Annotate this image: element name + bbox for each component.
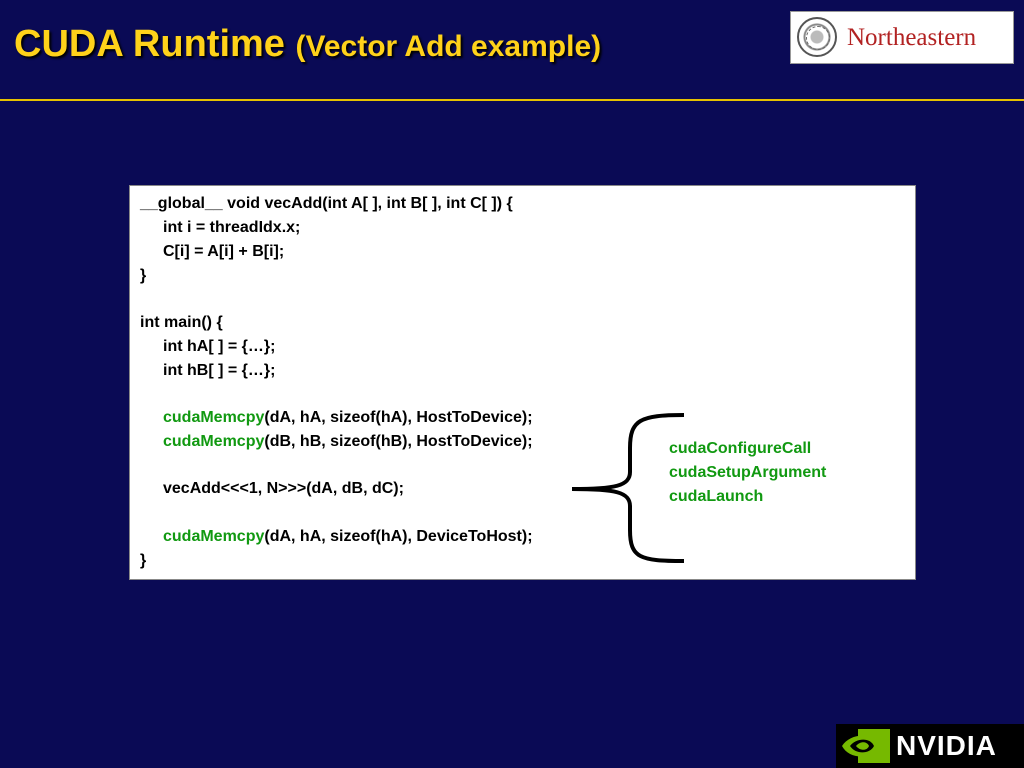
nvidia-logo: NVIDIA — [836, 724, 1024, 768]
code-line-memcpy-a-to-device: cudaMemcpy(dA, hA, sizeof(hA), HostToDev… — [163, 406, 533, 430]
code-line-kernel-signature: __global__ void vecAdd(int A[ ], int B[ … — [140, 195, 513, 212]
code-line-thread-index: int i = threadIdx.x; — [163, 219, 301, 236]
code-line-host-array-b: int hB[ ] = {…}; — [163, 362, 276, 379]
title-divider — [0, 99, 1024, 101]
code-block: __global__ void vecAdd(int A[ ], int B[ … — [129, 185, 916, 580]
memcpy-args: (dB, hB, sizeof(hB), HostToDevice); — [264, 433, 533, 450]
northeastern-logo: Northeastern — [790, 11, 1014, 64]
northeastern-wordmark: Northeastern — [847, 24, 977, 51]
slide-title: CUDA Runtime (Vector Add example) — [14, 18, 601, 73]
memcpy-args: (dA, hA, sizeof(hA), HostToDevice); — [264, 409, 533, 426]
runtime-calls-list: cudaConfigureCall cudaSetupArgument cuda… — [669, 437, 826, 509]
code-line-kernel-close: } — [140, 267, 147, 284]
code-line-vector-add: C[i] = A[i] + B[i]; — [163, 243, 285, 260]
memcpy-function-name: cudaMemcpy — [163, 433, 265, 450]
nvidia-wordmark: NVIDIA — [896, 730, 997, 761]
code-line-host-array-a: int hA[ ] = {…}; — [163, 338, 276, 355]
slide-title-sub: (Vector Add example) — [295, 30, 602, 63]
runtime-call-item: cudaLaunch — [669, 488, 764, 505]
university-seal-icon — [797, 17, 837, 57]
runtime-call-item: cudaConfigureCall — [669, 440, 812, 457]
memcpy-args: (dA, hA, sizeof(hA), DeviceToHost); — [264, 528, 533, 545]
code-line-main-close: } — [140, 552, 147, 569]
memcpy-function-name: cudaMemcpy — [163, 528, 265, 545]
code-line-main-signature: int main() { — [140, 314, 223, 331]
memcpy-function-name: cudaMemcpy — [163, 409, 265, 426]
nvidia-eye-icon — [842, 729, 890, 763]
code-line-memcpy-b-to-device: cudaMemcpy(dB, hB, sizeof(hB), HostToDev… — [163, 430, 533, 454]
slide-title-main: CUDA Runtime — [14, 23, 285, 65]
code-line-kernel-launch: vecAdd<<<1, N>>>(dA, dB, dC); — [163, 480, 404, 497]
curly-brace-icon — [571, 413, 685, 563]
code-line-memcpy-to-host: cudaMemcpy(dA, hA, sizeof(hA), DeviceToH… — [163, 525, 533, 549]
runtime-call-item: cudaSetupArgument — [669, 464, 827, 481]
